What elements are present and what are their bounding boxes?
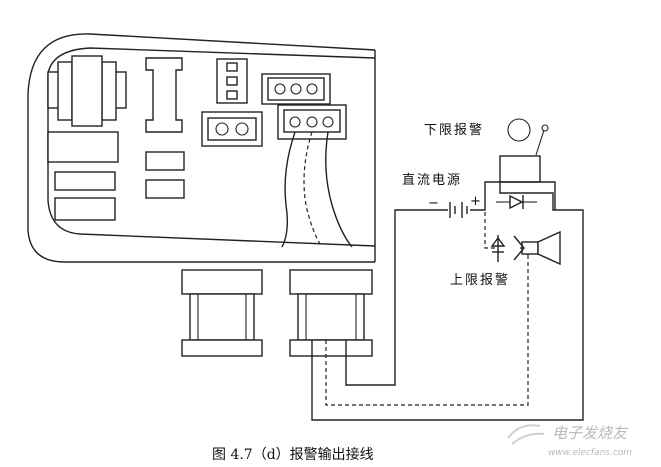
lower-alarm-diode-icon bbox=[496, 194, 537, 210]
relay-block-1 bbox=[47, 131, 119, 163]
dc-power-label: 直流电源 bbox=[402, 173, 462, 188]
wire-bundle-right bbox=[325, 131, 353, 248]
transformer-component bbox=[47, 55, 127, 127]
battery-plus-label: + bbox=[470, 194, 483, 209]
relay-block-3 bbox=[54, 197, 116, 221]
external-wiring bbox=[311, 192, 584, 421]
jumper-block bbox=[216, 58, 248, 104]
instrument-housing bbox=[27, 33, 376, 263]
i-beam-component bbox=[145, 57, 183, 133]
three-pin-terminal-top bbox=[261, 73, 331, 105]
figure-caption: 图 4.7（d）报警输出接线 bbox=[212, 446, 374, 463]
base-connector-left bbox=[181, 269, 263, 357]
elecfans-watermark: 电子发烧友 www.elecfans.com bbox=[507, 424, 632, 458]
wire-bundle-center bbox=[303, 131, 323, 248]
lower-alarm-bell bbox=[484, 118, 556, 210]
upper-alarm-diode-icon bbox=[490, 235, 506, 262]
lower-alarm-label: 下限报警 bbox=[424, 122, 484, 138]
resistor-block-2 bbox=[145, 179, 185, 199]
three-pin-alarm-terminal bbox=[277, 104, 347, 140]
watermark-url: www.elecfans.com bbox=[548, 448, 632, 458]
wire-bundle-left bbox=[281, 131, 296, 248]
battery-minus-label: − bbox=[428, 196, 441, 211]
upper-alarm-horn-icon bbox=[513, 230, 561, 266]
base-connector-right bbox=[289, 269, 373, 357]
two-pin-terminal bbox=[201, 111, 263, 147]
relay-block-2 bbox=[54, 171, 116, 191]
resistor-block-1 bbox=[145, 151, 185, 171]
upper-alarm-label: 上限报警 bbox=[450, 272, 510, 288]
watermark-text: 电子发烧友 bbox=[552, 424, 629, 442]
battery-symbol bbox=[449, 202, 468, 218]
